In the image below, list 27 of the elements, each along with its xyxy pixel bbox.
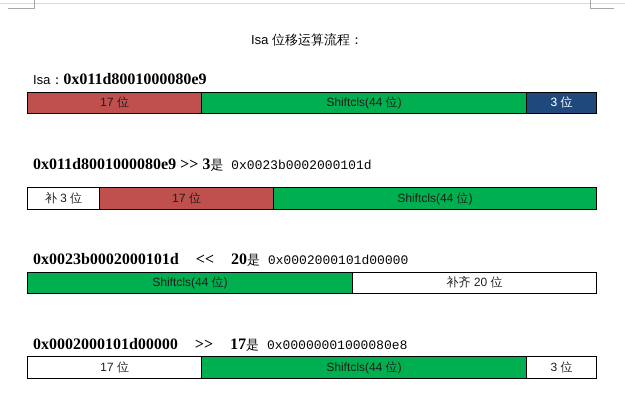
bit-field-bar <box>27 356 597 379</box>
bit-field-bar <box>27 187 597 210</box>
bit-field-bar <box>27 272 597 294</box>
bit-field-bar <box>27 92 597 114</box>
bit-field-segment <box>273 188 596 209</box>
segment-label: 补齐 20 位 <box>446 276 502 290</box>
bit-field-segment <box>201 93 526 113</box>
segment-label: Shiftcls(44 位) <box>326 96 402 110</box>
segment-label: 3 位 <box>550 96 572 110</box>
expression-heading: Isa：0x011d8001000080e9 <box>33 70 206 90</box>
segment-label: 3 位 <box>550 360 572 374</box>
segment-label: 补 3 位 <box>44 192 82 206</box>
bit-field-segment <box>526 93 596 113</box>
bit-field-segment <box>201 357 526 378</box>
segment-label: Shiftcls(44 位) <box>152 276 228 290</box>
diagram-title: Isa 位移运算流程： <box>251 32 363 48</box>
bit-field-segment <box>99 188 273 209</box>
expression-heading: 0x011d8001000080e9 >> 3是 0x0023b0002000101d <box>33 155 372 174</box>
expression-heading: 0x0023b0002000101d << 20是 0x0002000101d00000 <box>33 250 408 270</box>
segment-label: 17 位 <box>100 360 129 374</box>
expression-heading: 0x0002000101d00000 >> 17是 0x00000001000080e8 <box>33 335 408 354</box>
bit-field-segment <box>28 93 201 113</box>
segment-label: 17 位 <box>100 96 129 110</box>
bit-field-segment <box>28 273 352 293</box>
segment-label: 17 位 <box>172 192 201 206</box>
segment-label: Shiftcls(44 位) <box>397 192 473 206</box>
segment-label: Shiftcls(44 位) <box>326 360 402 374</box>
